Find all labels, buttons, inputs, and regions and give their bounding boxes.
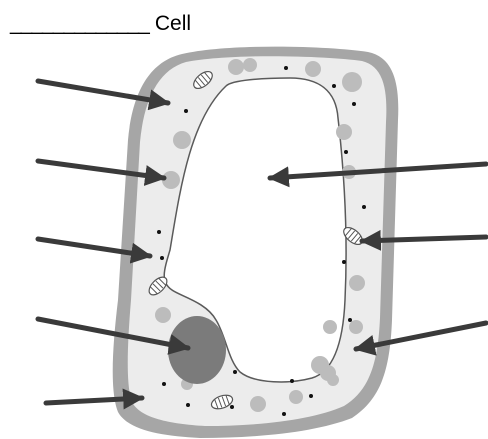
dot	[157, 230, 161, 234]
organelle	[155, 307, 171, 323]
organelle	[173, 131, 191, 149]
organelle	[336, 124, 352, 140]
organelle	[243, 58, 257, 72]
dot	[332, 84, 336, 88]
dot	[290, 379, 294, 383]
dot	[160, 256, 164, 260]
dot	[342, 260, 346, 264]
dot	[282, 412, 286, 416]
organelle	[250, 396, 266, 412]
dot	[352, 102, 356, 106]
dot	[309, 394, 313, 398]
dot	[186, 403, 190, 407]
organelle	[349, 275, 365, 291]
organelle	[323, 320, 337, 334]
dot	[362, 205, 366, 209]
nucleus	[168, 316, 226, 384]
dot	[348, 318, 352, 322]
organelle	[289, 390, 303, 404]
organelle	[305, 61, 321, 77]
organelle	[327, 374, 339, 386]
organelle	[342, 72, 362, 92]
dot	[344, 150, 348, 154]
dot	[233, 370, 237, 374]
organelle	[228, 59, 244, 75]
organelle	[349, 320, 363, 334]
dot	[162, 382, 166, 386]
dot	[284, 66, 288, 70]
dot	[184, 109, 188, 113]
dot	[230, 405, 234, 409]
